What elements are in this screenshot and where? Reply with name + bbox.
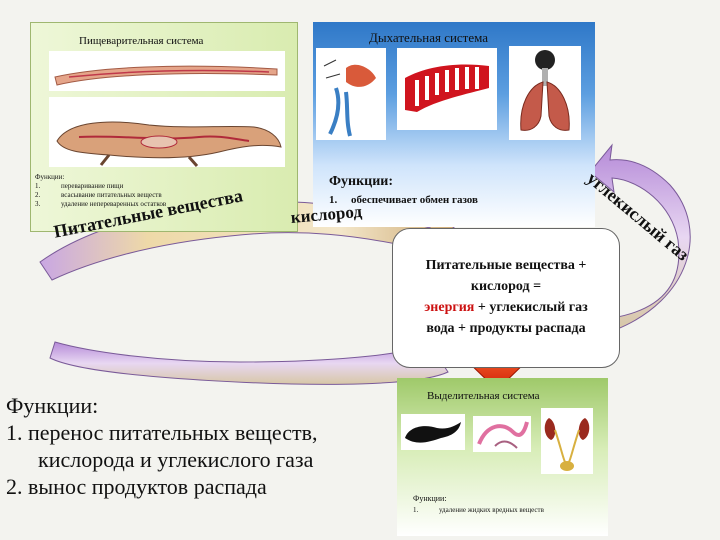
excretory-functions-title: Функции:: [413, 494, 447, 503]
return-arrow: [50, 342, 448, 384]
excretory-title: Выделительная система: [427, 390, 539, 402]
digestive-functions-title: Функции:: [35, 173, 64, 182]
excretory-fn-1: удаление жидких вредных веществ: [439, 506, 544, 515]
respiratory-panel: Дыхательная система Функции: 1. обеспечи: [313, 22, 595, 227]
blood-functions: Функции: 1. перенос питательных веществ,…: [6, 392, 386, 500]
equation-box: Питательные вещества + кислород = энерги…: [392, 228, 620, 368]
worm-excretory-image: [401, 414, 465, 450]
equation-line-1: Питательные вещества +: [393, 255, 619, 276]
salamander-image: [49, 97, 285, 167]
equation-line-2: кислород =: [393, 276, 619, 297]
blood-fn-1-cont: кислорода и углекислого газа: [6, 446, 386, 473]
digestive-fn-3-num: 3.: [35, 200, 40, 209]
energy-word: энергия: [424, 300, 474, 315]
respiratory-title: Дыхательная система: [369, 30, 488, 46]
respiratory-functions-title: Функции:: [329, 174, 393, 190]
equation-line-4: вода + продукты распада: [393, 318, 619, 339]
digestive-fn-1: переваривание пищи: [61, 182, 123, 191]
worm-image: [49, 51, 285, 91]
digestive-fn-2: всасывание питательных веществ: [61, 191, 162, 200]
blood-fn-1-text: перенос питательных веществ,: [28, 420, 318, 445]
respiratory-fn-1: обеспечивает обмен газов: [351, 194, 478, 206]
equation-line-3-rest: + углекислый газ: [474, 300, 587, 315]
digestive-fn-2-num: 2.: [35, 191, 40, 200]
kidneys-image: [541, 408, 593, 474]
nephridia-image: [473, 416, 531, 452]
blood-functions-title: Функции:: [6, 392, 386, 419]
blood-fn-1-num: 1.: [6, 420, 23, 445]
excretory-fn-1-num: 1.: [413, 506, 418, 515]
blood-fn-1: 1. перенос питательных веществ,: [6, 419, 386, 446]
lungs-image: [509, 46, 581, 140]
fish-gills-image: [316, 48, 386, 140]
excretory-panel: Выделительная система Функции: 1. удален…: [397, 378, 608, 536]
blood-fn-2: 2. вынос продуктов распада: [6, 473, 386, 500]
digestive-fn-1-num: 1.: [35, 182, 40, 191]
digestive-title: Пищеварительная система: [79, 35, 203, 47]
equation-line-3: энергия + углекислый газ: [393, 297, 619, 318]
trachea-image: [397, 48, 497, 130]
